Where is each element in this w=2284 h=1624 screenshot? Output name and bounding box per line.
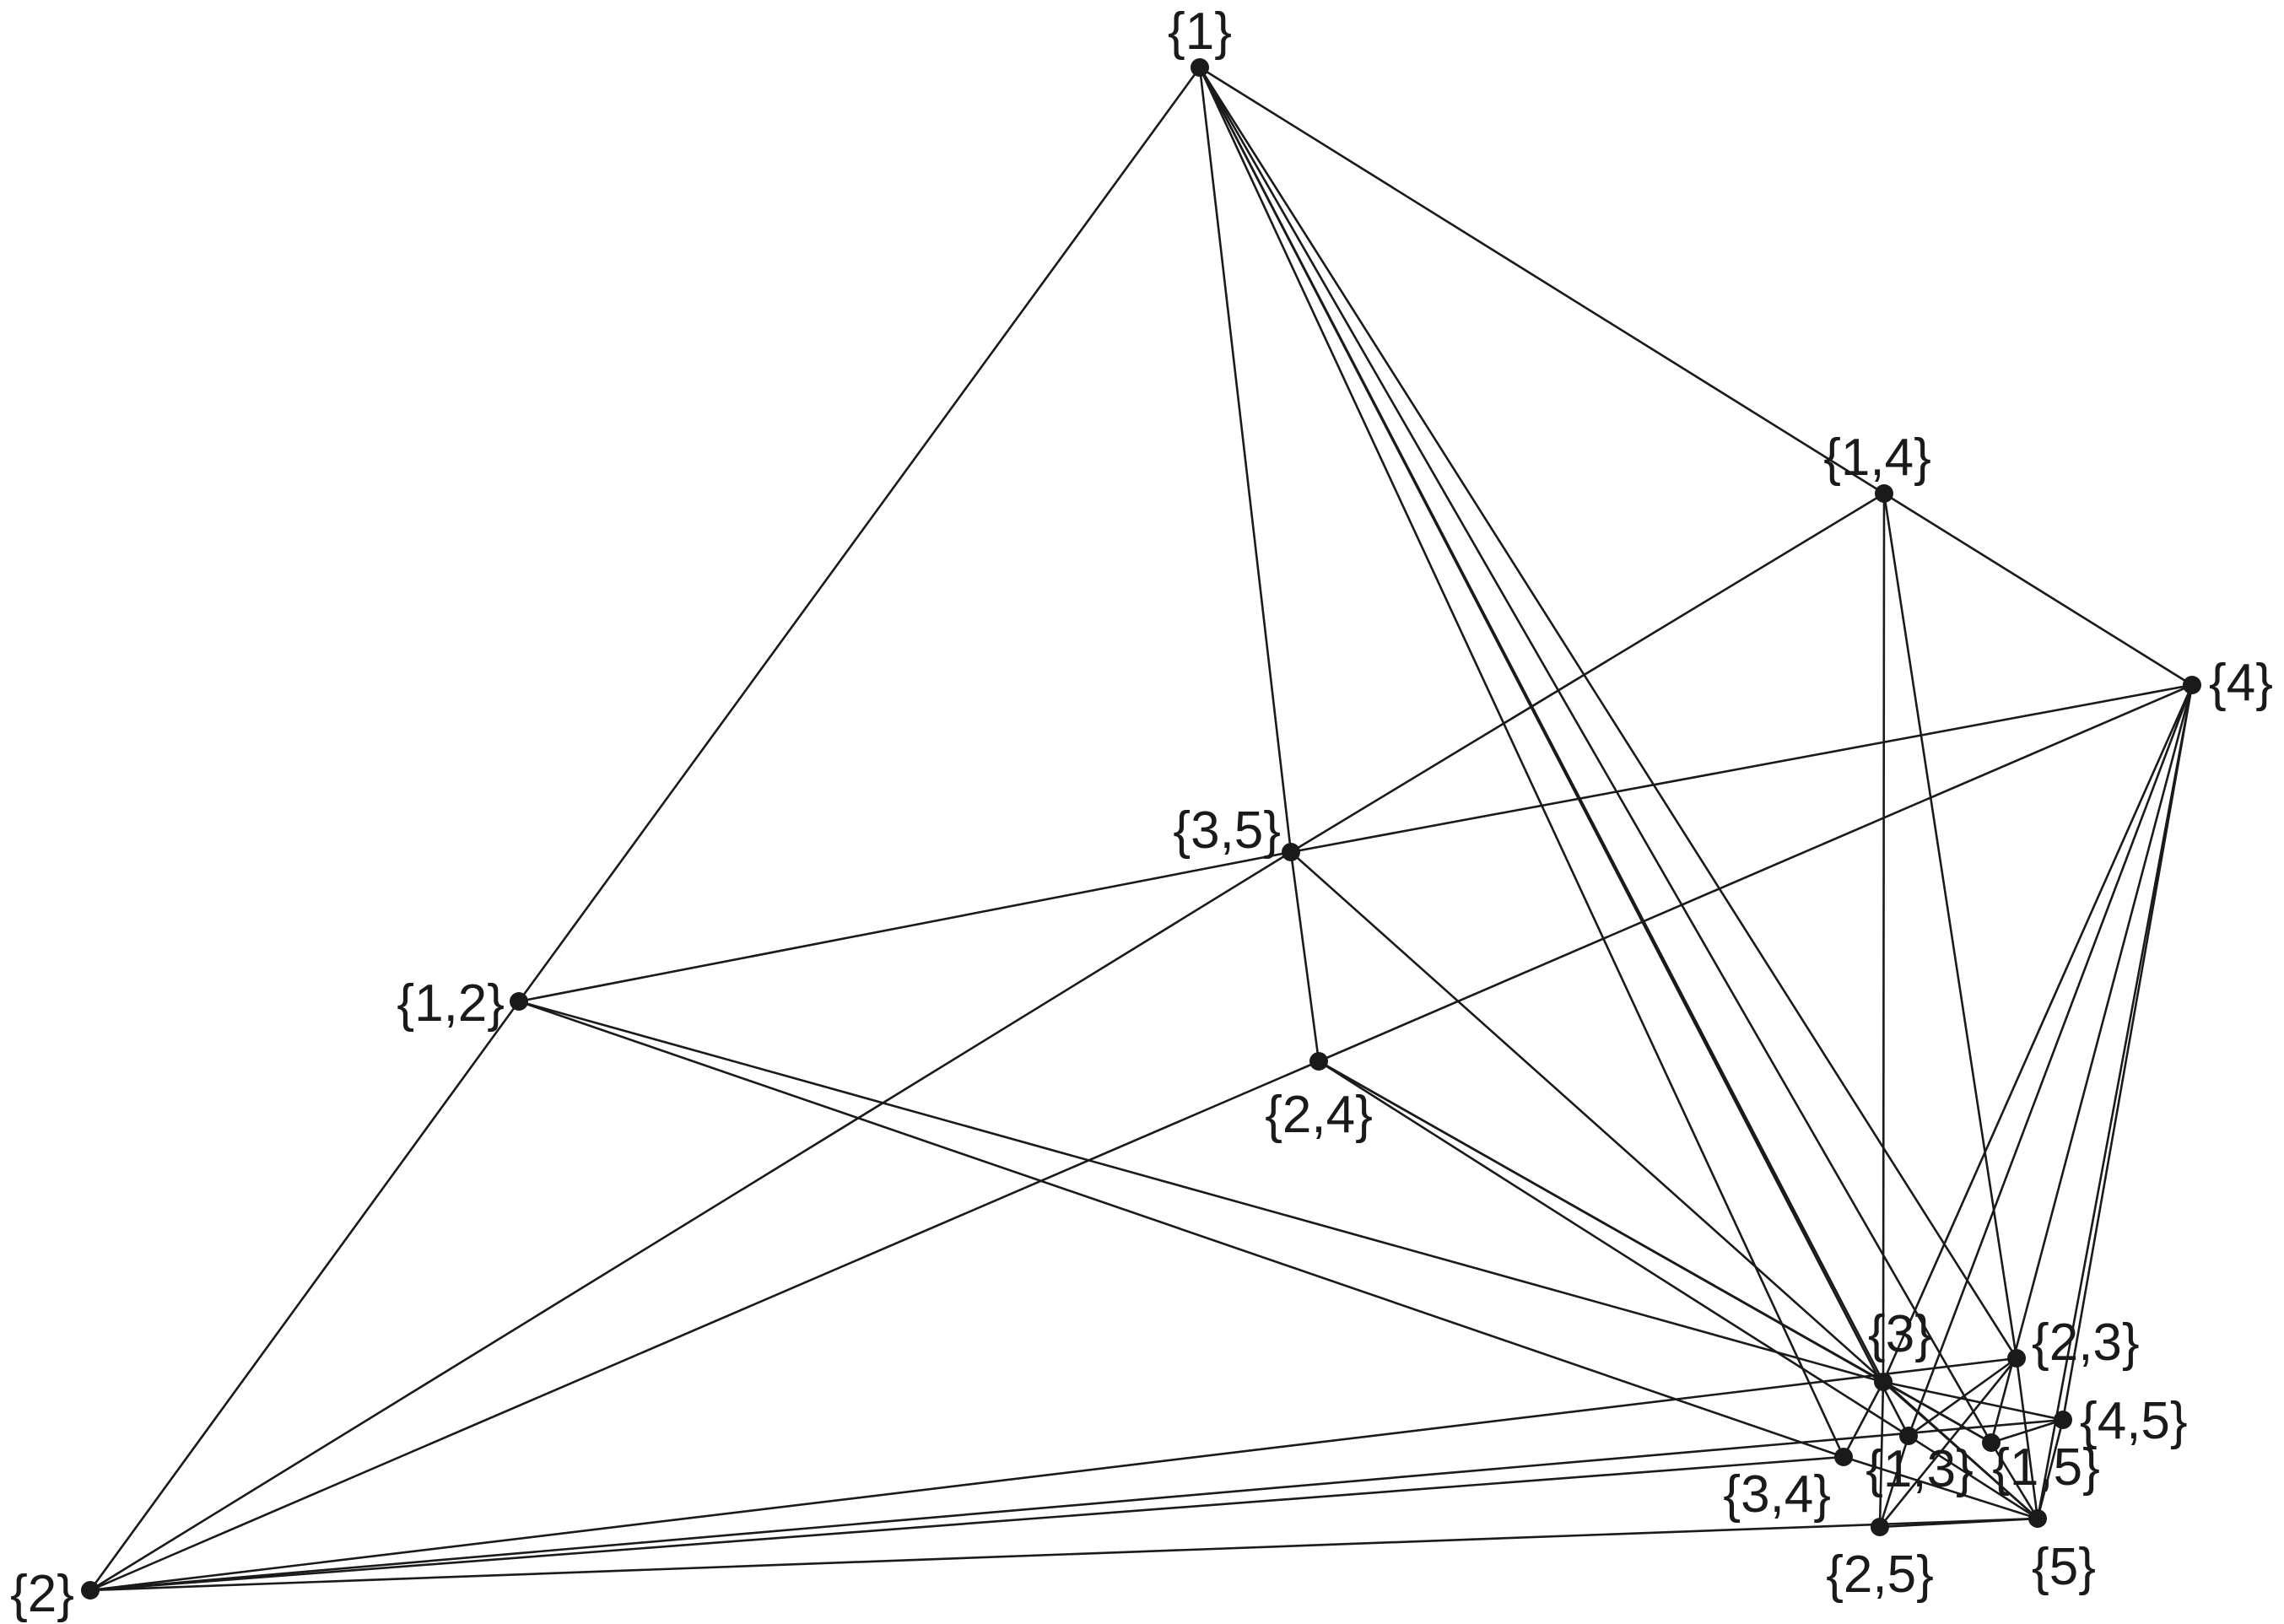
edge-13-25 xyxy=(1878,1435,1910,1528)
edge-23-25 xyxy=(1878,1357,2018,1528)
edge-2-45 xyxy=(89,1418,2064,1592)
edge-1-15 xyxy=(1198,67,1993,1443)
edge-1-23 xyxy=(1198,67,2018,1359)
edge-35-2 xyxy=(89,850,1292,1592)
node-label-4: {4} xyxy=(2209,654,2273,712)
edge-2-5 xyxy=(89,1517,2038,1592)
node-12 xyxy=(510,992,528,1011)
edge-12-34 xyxy=(518,1000,1844,1459)
edge-35-12 xyxy=(518,850,1292,1003)
edge-1-12 xyxy=(517,67,1201,1002)
node-14 xyxy=(1875,484,1893,503)
node-label-14: {1,4} xyxy=(1823,429,1931,487)
node-13 xyxy=(1899,1427,1918,1445)
edge-24-2 xyxy=(89,1060,1320,1592)
edge-4-5 xyxy=(2036,684,2194,1519)
edge-3-45 xyxy=(1882,1380,2064,1422)
node-label-45: {4,5} xyxy=(2080,1392,2188,1450)
labels-group: {1} {2} {3} {4} {5} {1,2} {1,3} {1,4} {1,5} {2,3}… xyxy=(10,3,2273,1623)
node-4 xyxy=(2183,676,2201,694)
edge-35-24 xyxy=(1289,851,1320,1062)
edge-4-45 xyxy=(2061,684,2194,1421)
node-label-13: {1,3} xyxy=(1866,1440,1974,1498)
edge-23-5 xyxy=(2015,1357,2039,1519)
edge-3-25 xyxy=(1878,1381,1885,1528)
node-label-35: {3,5} xyxy=(1173,801,1281,860)
node-label-34: {3,4} xyxy=(1723,1465,1831,1524)
edge-45-15 xyxy=(1990,1418,2064,1444)
edge-14-3 xyxy=(1882,493,1886,1383)
edge-4-13 xyxy=(1907,684,2194,1437)
edge-3-34 xyxy=(1842,1381,1885,1458)
edge-14-4 xyxy=(1883,492,2193,687)
edge-13-5 xyxy=(1908,1434,2038,1520)
edge-45-5 xyxy=(2036,1419,2065,1519)
node-5 xyxy=(2028,1509,2047,1528)
edge-34-5 xyxy=(1843,1455,2038,1520)
node-45 xyxy=(2054,1411,2072,1429)
node-label-3: {3} xyxy=(1868,1305,1932,1363)
edge-15-5 xyxy=(1990,1442,2039,1519)
edge-1-13 xyxy=(1198,67,1910,1437)
node-1 xyxy=(1191,58,1209,77)
edge-3-5 xyxy=(1882,1381,2038,1519)
edge-4-15 xyxy=(1990,684,2194,1443)
node-35 xyxy=(1282,843,1300,861)
node-label-1: {1} xyxy=(1168,3,1232,61)
node-label-23: {2,3} xyxy=(2032,1314,2140,1372)
edge-1-14 xyxy=(1199,66,1885,495)
node-label-15: {1,5} xyxy=(1992,1438,2100,1497)
edge-4-35 xyxy=(1290,683,2193,854)
edges-group xyxy=(89,66,2194,1592)
edge-25-5 xyxy=(1879,1517,2038,1529)
edge-14-35 xyxy=(1290,492,1885,854)
node-34 xyxy=(1834,1448,1853,1466)
edge-4-24 xyxy=(1318,683,2193,1063)
node-label-25: {2,5} xyxy=(1826,1546,1934,1604)
node-2 xyxy=(81,1581,100,1600)
node-label-5: {5} xyxy=(2032,1538,2096,1596)
edge-4-3 xyxy=(1882,684,2194,1383)
node-24 xyxy=(1309,1052,1328,1071)
node-3 xyxy=(1874,1373,1893,1391)
node-25 xyxy=(1871,1518,1889,1536)
node-label-12: {1,2} xyxy=(397,974,505,1033)
edge-2-34 xyxy=(89,1455,1844,1592)
edge-3-15 xyxy=(1882,1380,1992,1444)
edge-1-34 xyxy=(1198,67,1845,1458)
edge-14-23 xyxy=(1882,493,2018,1359)
edge-1-35 xyxy=(1198,67,1293,853)
node-23 xyxy=(2007,1349,2026,1368)
edge-23-13 xyxy=(1908,1357,2017,1438)
edge-2-23 xyxy=(89,1357,2017,1592)
node-label-24: {2,4} xyxy=(1265,1086,1373,1144)
nodes-group xyxy=(81,58,2201,1600)
edge-12-3 xyxy=(518,1000,1884,1384)
edge-24-13 xyxy=(1318,1060,1909,1438)
node-label-2: {2} xyxy=(10,1565,74,1623)
edge-12-2 xyxy=(89,1001,521,1591)
node-15 xyxy=(1982,1433,2001,1452)
